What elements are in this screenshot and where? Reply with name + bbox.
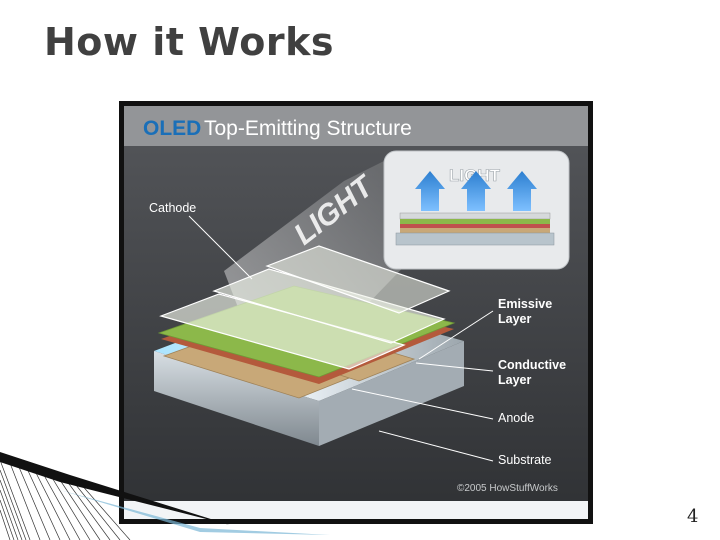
figure-title-text: Top-Emitting Structure — [204, 117, 412, 140]
inset-substrate-layer — [396, 233, 554, 245]
label-emissive-line1: Emissive — [498, 297, 552, 311]
inset-cathode-layer — [400, 213, 550, 219]
inset-anode-layer — [400, 228, 550, 233]
corner-hatching — [0, 458, 130, 540]
inset-conductive-layer — [400, 224, 550, 228]
figure-title-oled: OLED — [143, 117, 201, 140]
slide-title: How it Works — [44, 20, 334, 64]
corner-black-swoosh — [0, 452, 230, 525]
label-emissive-line2: Layer — [498, 312, 531, 326]
inset-emissive-layer — [400, 219, 550, 224]
label-cathode: Cathode — [149, 201, 196, 215]
corner-blue-swoosh — [60, 490, 330, 535]
label-anode: Anode — [498, 411, 534, 425]
copyright-text: ©2005 HowStuffWorks — [457, 483, 558, 494]
page-number: 4 — [687, 506, 698, 527]
label-substrate: Substrate — [498, 453, 552, 467]
label-conductive-line1: Conductive — [498, 358, 566, 372]
label-conductive-line2: Layer — [498, 373, 531, 387]
inset-diagram: LIGHT — [384, 151, 569, 269]
corner-decoration — [0, 440, 340, 540]
